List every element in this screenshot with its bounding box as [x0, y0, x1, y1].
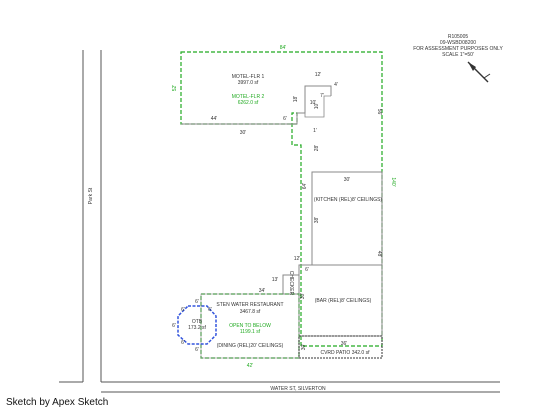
- dim-side-28: 28': [314, 145, 320, 152]
- otb-name: OTB: [192, 319, 203, 325]
- motel-flr2-name: MOTEL-FLR 2: [232, 94, 265, 100]
- patio-name: CVRD PATIO: [320, 350, 350, 356]
- dim-left-motel: 52': [172, 85, 178, 92]
- dim-notch-r2: 7': [320, 93, 324, 99]
- north-arrow-icon: [467, 61, 491, 83]
- dim-notch-v: 18': [293, 96, 299, 103]
- street-lines: [59, 50, 500, 393]
- dim-side-64: 64': [302, 183, 308, 190]
- open-below-size: 1199.1 sf: [240, 329, 261, 335]
- dim-checker-13: 13': [272, 277, 279, 283]
- dim-oct-3: 6': [172, 323, 176, 329]
- motel-flr1-size: 3997.0 sf: [238, 80, 259, 86]
- header-line2: 09-WSBD08200: [440, 40, 476, 46]
- dim-oct-4: 6': [181, 340, 185, 346]
- checker-label: CHECKER: [288, 271, 294, 296]
- dim-oct-5: 6': [195, 347, 199, 353]
- dim-kitchen-left: 38': [314, 217, 320, 224]
- dim-notch-r1: 4': [334, 82, 338, 88]
- bar-label: (BAR (REL)8' CEILINGS): [315, 298, 372, 304]
- dining-label: (DINING (REL)20' CEILINGS): [217, 343, 284, 349]
- dim-bar-left: 30': [300, 293, 306, 300]
- dim-right-upper: 56': [376, 109, 382, 116]
- dim-notch-l: 10': [310, 100, 317, 106]
- dim-oct-1: 6': [195, 299, 199, 305]
- header-line3: FOR ASSESSMENT PURPOSES ONLY: [413, 46, 503, 52]
- motel-flr2-size: 6262.0 sf: [238, 100, 259, 106]
- dim-top: 84': [280, 45, 287, 51]
- patio-size: 342.0 sf: [352, 350, 370, 356]
- kitchen-area: [311, 171, 383, 266]
- water-st-label: WATER ST, SILVERTON: [270, 386, 326, 392]
- dim-right-mid: 48': [376, 251, 382, 258]
- restaurant-inner: [200, 293, 300, 359]
- otb-size: 173.2 sf: [188, 325, 206, 331]
- dim-step-6: 6': [305, 267, 309, 273]
- header-line4: SCALE 1"=50': [442, 52, 474, 58]
- motel-notch-lines: [304, 86, 331, 118]
- footer-credit: Sketch by Apex Sketch: [6, 397, 109, 408]
- restaurant-name: STEN WATER RESTAURANT: [216, 302, 283, 308]
- park-st-label: Park St: [88, 187, 94, 204]
- dim-notch-top: 12': [315, 72, 322, 78]
- kitchen-label: (KITCHEN (REL)8' CEILINGS): [314, 197, 383, 203]
- dim-oct-6: 6': [208, 307, 212, 313]
- open-below-name: OPEN TO BELOW: [229, 323, 271, 329]
- dim-step-12: 12': [294, 256, 301, 262]
- dim-right-green: 140': [390, 177, 396, 186]
- dim-step: 6': [283, 116, 287, 122]
- dim-restaurant-top: 34': [259, 288, 266, 294]
- patio-label: CVRD PATIO 342.0 sf: [320, 350, 370, 356]
- dim-restaurant-bottom: 42': [247, 363, 254, 369]
- header-line1: R105005: [448, 34, 469, 40]
- dim-patio-left: 30': [301, 344, 307, 351]
- patio-area: [298, 335, 383, 359]
- motel-flr1-name: MOTEL-FLR 1: [232, 74, 265, 80]
- restaurant-size: 3467.8 sf: [240, 309, 261, 315]
- dim-motel-inner: 30': [240, 130, 247, 136]
- dim-connector: 1': [313, 128, 317, 134]
- dim-oct-2: 6': [181, 307, 185, 313]
- otb-octagon: [177, 305, 217, 345]
- dim-notch-b: 10': [314, 103, 320, 110]
- dim-kitchen-top: 30': [344, 177, 351, 183]
- dim-patio-top: 36': [341, 341, 348, 347]
- dim-motel-bottom: 44': [211, 116, 218, 122]
